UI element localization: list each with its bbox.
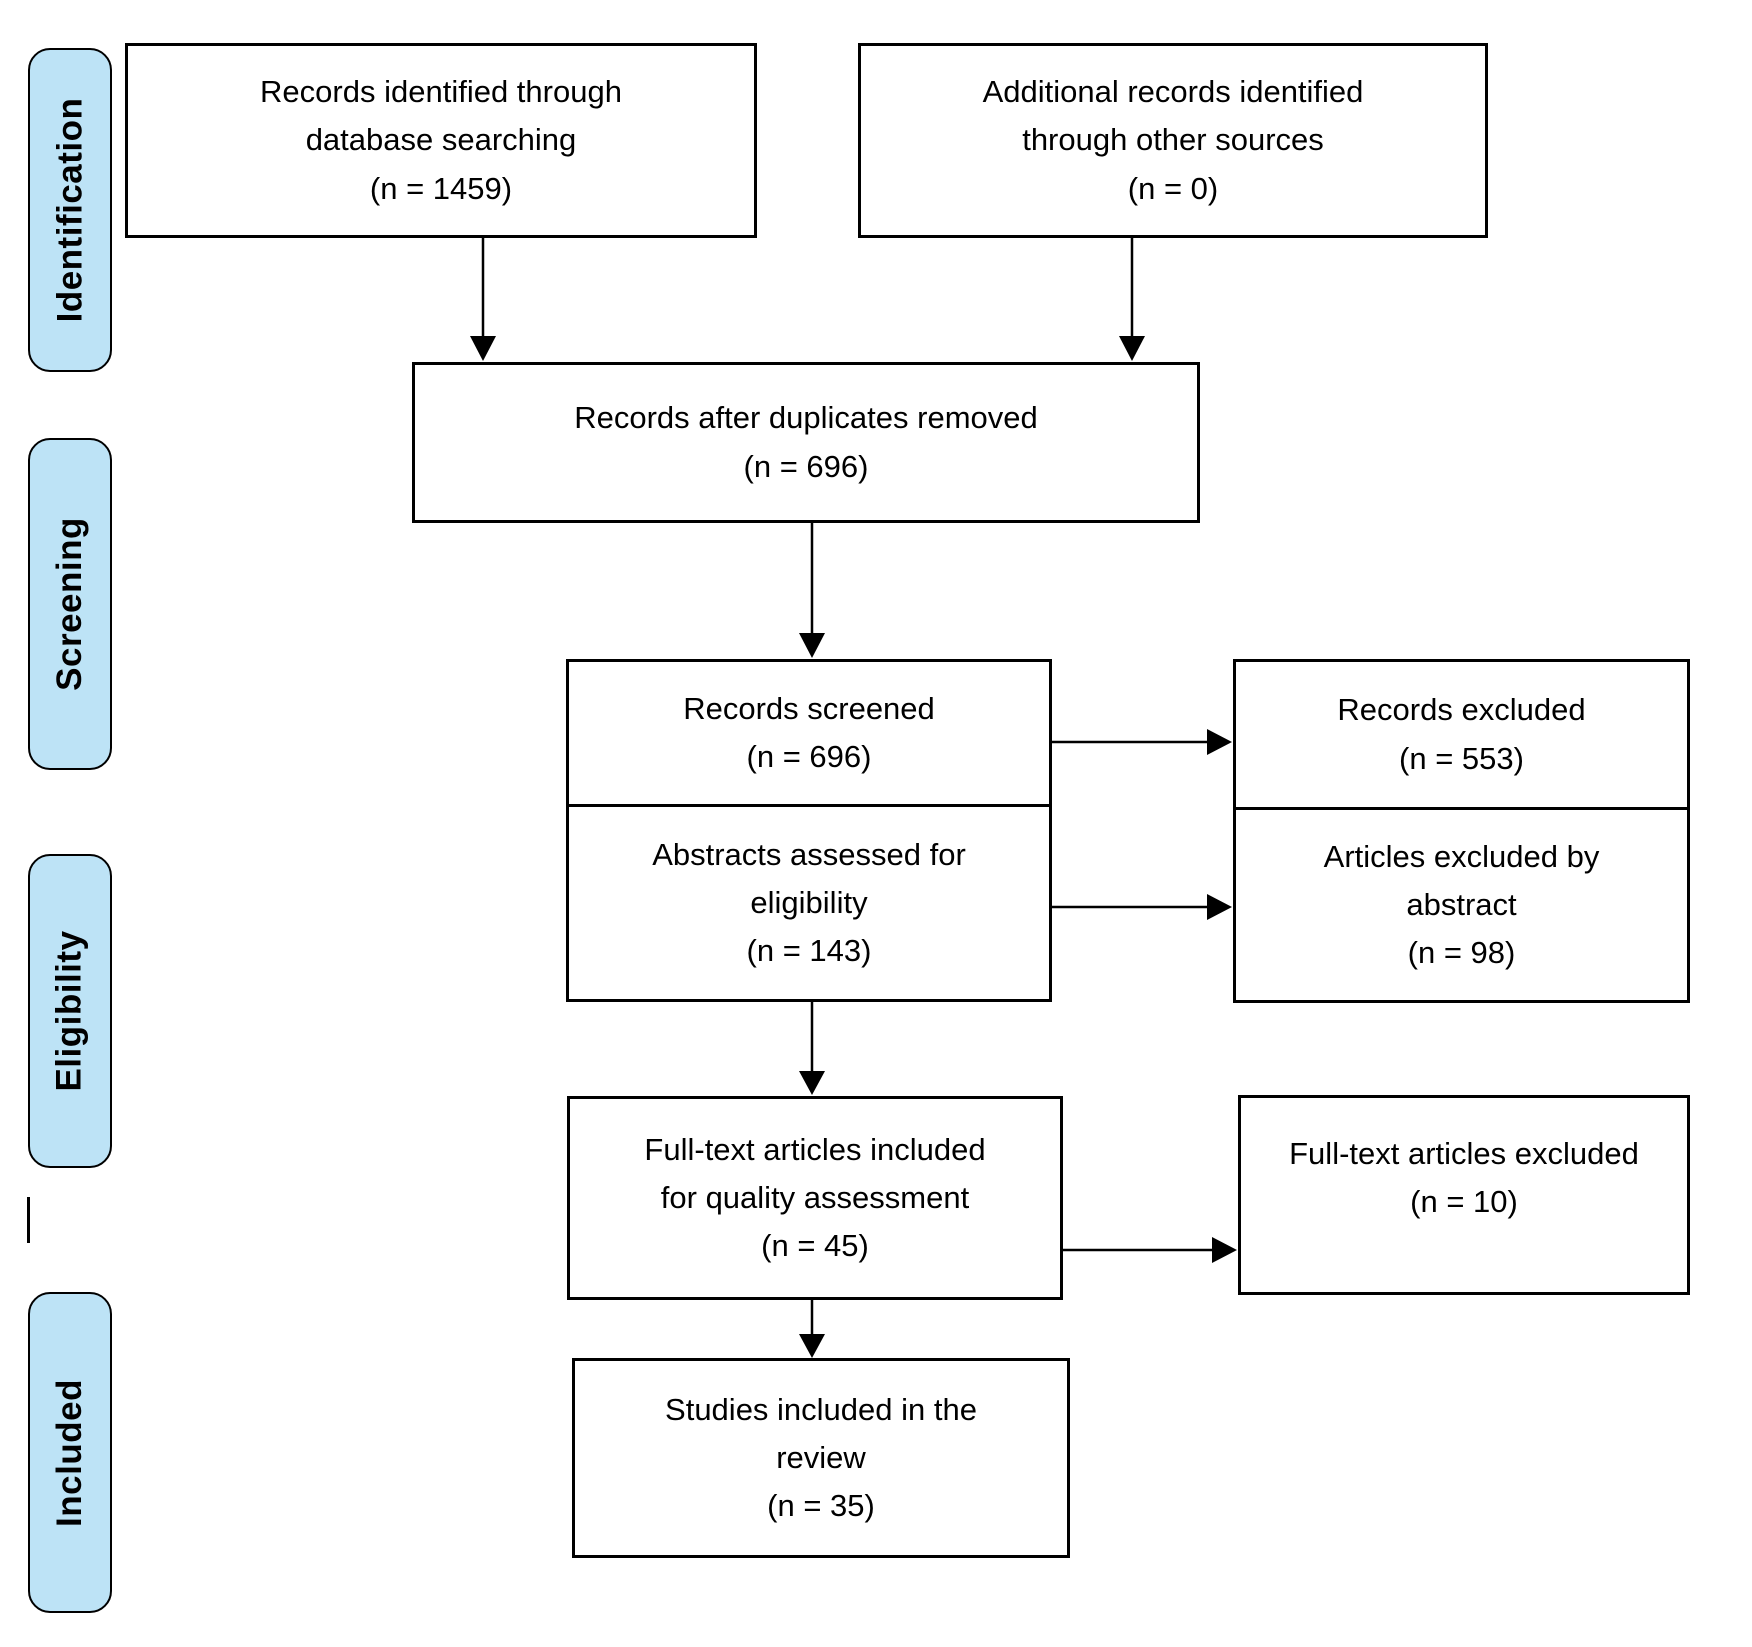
box-after-duplicates-removed: Records after duplicates removed (n = 69… xyxy=(412,362,1200,523)
box-records-identified: Records identified through database sear… xyxy=(125,43,757,238)
stage-label-text: Included xyxy=(50,1378,89,1527)
stage-label-text: Identification xyxy=(50,97,89,323)
arrow-fulltext-to-fulltext-excluded xyxy=(1063,1237,1237,1263)
arrowhead-down-icon xyxy=(799,633,825,658)
box-records-screened: Records screened (n = 696) xyxy=(566,659,1052,804)
box-records-excluded-text: Records excluded (n = 553) xyxy=(1337,692,1586,776)
box-studies-included-in-review-text: Studies included in the review (n = 35) xyxy=(665,1391,977,1524)
arrow-additional-to-duplicates xyxy=(1119,238,1145,361)
box-additional-records-text: Additional records identified through ot… xyxy=(982,74,1364,206)
stage-label-screening: Screening xyxy=(28,438,112,770)
arrowhead-right-icon xyxy=(1207,729,1232,755)
box-studies-included-in-review: Studies included in the review (n = 35) xyxy=(572,1358,1070,1558)
box-records-identified-text: Records identified through database sear… xyxy=(260,74,622,206)
arrow-screened-to-records-excluded xyxy=(1052,729,1232,755)
box-fulltext-quality-assessment-text: Full-text articles included for quality … xyxy=(644,1131,986,1264)
box-abstracts-assessed-text: Abstracts assessed for eligibility (n = … xyxy=(652,836,966,969)
box-fulltext-quality-assessment: Full-text articles included for quality … xyxy=(567,1096,1063,1300)
box-after-duplicates-removed-text: Records after duplicates removed (n = 69… xyxy=(574,400,1038,484)
box-fulltext-excluded-text: Full-text articles excluded (n = 10) xyxy=(1289,1136,1639,1220)
stage-label-text: Eligibility xyxy=(50,930,90,1092)
box-records-excluded: Records excluded (n = 553) xyxy=(1233,659,1690,807)
box-additional-records: Additional records identified through ot… xyxy=(858,43,1488,238)
arrowhead-right-icon xyxy=(1207,894,1232,920)
arrow-abstracts-to-fulltext xyxy=(799,1002,825,1095)
box-fulltext-excluded: Full-text articles excluded (n = 10) xyxy=(1238,1095,1690,1295)
box-records-screened-text: Records screened (n = 696) xyxy=(683,690,935,774)
arrowhead-down-icon xyxy=(470,336,496,361)
box-articles-excluded-by-abstract: Articles excluded by abstract (n = 98) xyxy=(1233,807,1690,1003)
stage-label-eligibility: Eligibility xyxy=(28,854,112,1168)
arrowhead-down-icon xyxy=(799,1334,825,1358)
arrow-identified-to-duplicates xyxy=(470,238,496,361)
box-articles-excluded-by-abstract-text: Articles excluded by abstract (n = 98) xyxy=(1323,838,1600,971)
stage-label-identification: Identification xyxy=(28,48,112,372)
arrowhead-right-icon xyxy=(1212,1237,1237,1263)
stage-label-included: Included xyxy=(28,1292,112,1613)
arrow-fulltext-to-studies xyxy=(799,1300,825,1358)
stage-label-text: Screening xyxy=(50,517,90,691)
arrow-duplicates-to-screened xyxy=(799,523,825,658)
arrow-abstracts-to-articles-excluded xyxy=(1052,894,1232,920)
tick-mark xyxy=(27,1197,30,1243)
box-abstracts-assessed: Abstracts assessed for eligibility (n = … xyxy=(566,804,1052,1002)
arrowhead-down-icon xyxy=(799,1071,825,1095)
arrowhead-down-icon xyxy=(1119,336,1145,361)
